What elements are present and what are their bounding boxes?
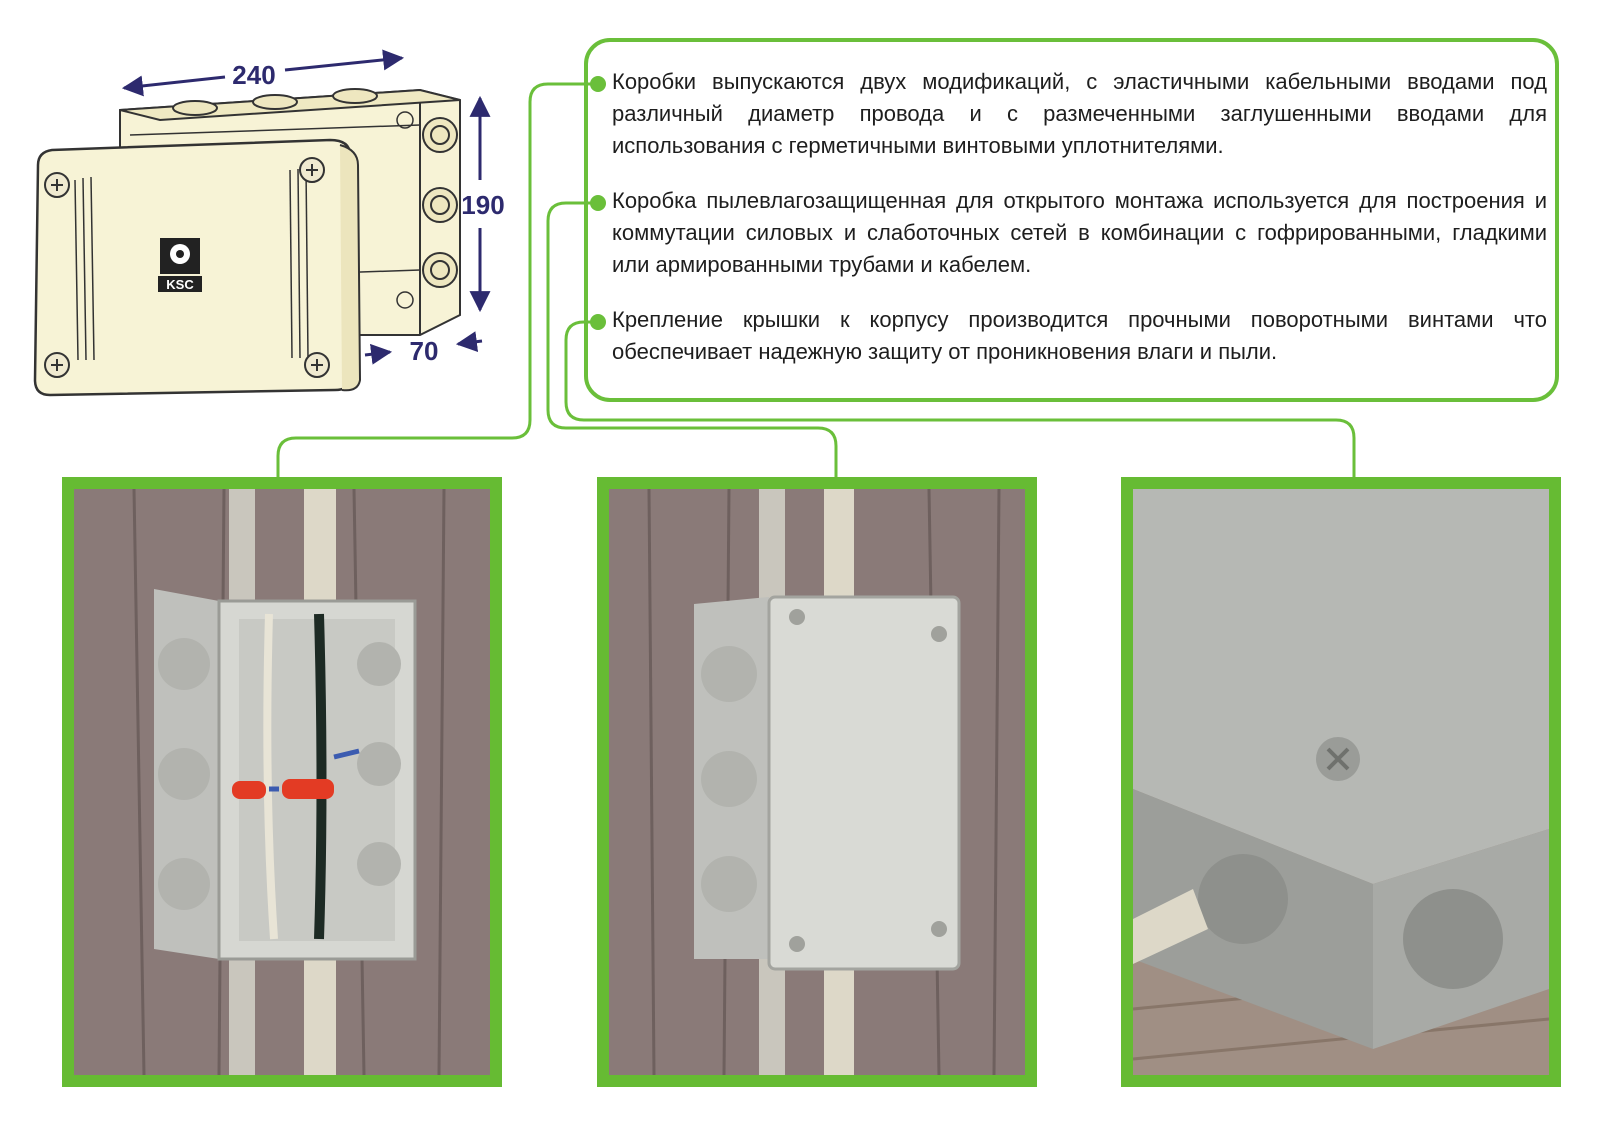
bullet-dot-1 [590, 76, 606, 92]
photo-open-box [62, 477, 502, 1087]
bullet-text-1: Коробки выпускаются двух модификаций, с … [612, 69, 1547, 158]
dimension-width: 240 [232, 60, 275, 90]
bullet-dot-3 [590, 314, 606, 330]
bullet-text-3: Крепление крышки к корпусу производится … [612, 307, 1547, 364]
junction-box-diagram: KSC 240 190 70 [33, 49, 505, 397]
box-lid: KSC [33, 138, 362, 397]
ksc-logo: KSC [158, 238, 202, 292]
bullet-dot-2 [590, 195, 606, 211]
bullet-text-2: Коробка пылевлагозащищенная для открытог… [612, 188, 1547, 277]
logo-text: KSC [166, 277, 194, 292]
dimension-depth: 70 [410, 336, 439, 366]
photo-closed-box [597, 477, 1037, 1087]
photo-closeup [1121, 477, 1561, 1087]
info-box [584, 38, 1559, 402]
dimension-height: 190 [461, 190, 504, 220]
